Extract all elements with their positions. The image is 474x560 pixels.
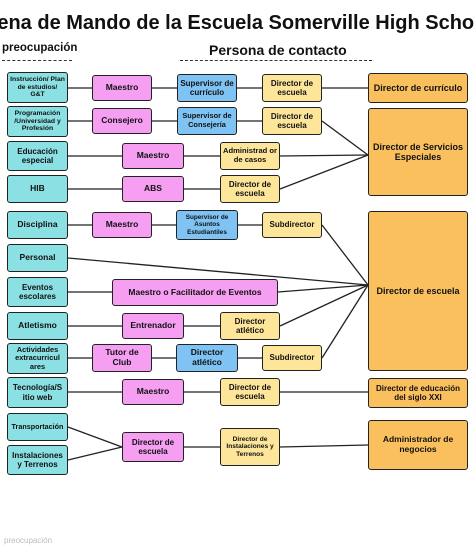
concern-school-events-box: Eventos escolares	[7, 277, 68, 307]
counselor-contact-box: Consejero	[92, 108, 152, 134]
athletic-director-yellow-box: Director atlético	[220, 312, 280, 340]
faded-watermark-text: preocupación	[4, 536, 53, 545]
contact-column-header: Persona de contacto	[209, 42, 347, 58]
21st-century-education-director-box: Director de educación del siglo XXI	[368, 378, 468, 408]
concern-curriculum-box: Instrucción/ Plan de estudios/ G&T	[7, 72, 68, 103]
principal-box-2: Director de escuela	[262, 107, 322, 135]
vice-principal-box-1: Subdirector	[262, 212, 322, 238]
concern-hib-box: HIB	[7, 175, 68, 203]
concern-transportation-box: Transportación	[7, 413, 68, 441]
concern-facilities-box: Instalaciones y Terrenos	[7, 445, 68, 475]
case-manager-box: Administrad or de casos	[220, 142, 280, 170]
teacher-or-event-facilitator-box: Maestro o Facilitador de Eventos	[112, 279, 278, 306]
concern-personnel-box: Personal	[7, 244, 68, 272]
principal-box-1: Director de escuela	[262, 74, 322, 102]
coach-contact-box: Entrenador	[122, 313, 184, 339]
concern-special-education-box: Educación especial	[7, 141, 68, 171]
concern-discipline-box: Disciplina	[7, 211, 68, 239]
curriculum-director-box: Director de currículo	[368, 73, 468, 103]
abs-contact-box: ABS	[122, 176, 184, 202]
teacher-contact-box-1: Maestro	[92, 75, 152, 101]
counseling-supervisor-box: Supervisor de Consejería	[177, 107, 237, 135]
school-principal-final-box: Director de escuela	[368, 211, 468, 371]
concern-column-header: preocupación	[2, 42, 78, 54]
curriculum-supervisor-box: Supervisor de currículo	[177, 74, 237, 102]
facilities-director-box: Director de Instalaciones y Terrenos	[220, 428, 280, 466]
athletic-director-blue-box: Director atlético	[176, 344, 238, 372]
concern-technology-box: Tecnología/S itio web	[7, 377, 68, 408]
principal-contact-box: Director de escuela	[122, 432, 184, 462]
concern-athletics-box: Atletismo	[7, 312, 68, 340]
teacher-contact-box-3: Maestro	[92, 212, 152, 238]
vice-principal-box-2: Subdirector	[262, 345, 322, 371]
concern-extracurricular-box: Actividades extracurricul ares	[7, 343, 68, 374]
special-services-director-box: Director de Servicios Especiales	[368, 108, 468, 196]
contact-header-underline	[180, 60, 372, 61]
business-administrator-box: Administrador de negocios	[368, 420, 468, 470]
diagram-title: adena de Mando de la Escuela Somerville …	[0, 12, 474, 34]
principal-box-4: Director de escuela	[220, 378, 280, 406]
principal-box-3: Director de escuela	[220, 175, 280, 203]
teacher-contact-box-2: Maestro	[122, 143, 184, 169]
student-affairs-supervisor-box: Supervisor de Asuntos Estudiantiles	[176, 210, 238, 240]
concern-header-underline	[2, 60, 72, 61]
teacher-contact-box-4: Maestro	[122, 379, 184, 405]
club-advisor-contact-box: Tutor de Club	[92, 344, 152, 372]
concern-programming-box: Programación /Universidad y Profesión	[7, 106, 68, 137]
